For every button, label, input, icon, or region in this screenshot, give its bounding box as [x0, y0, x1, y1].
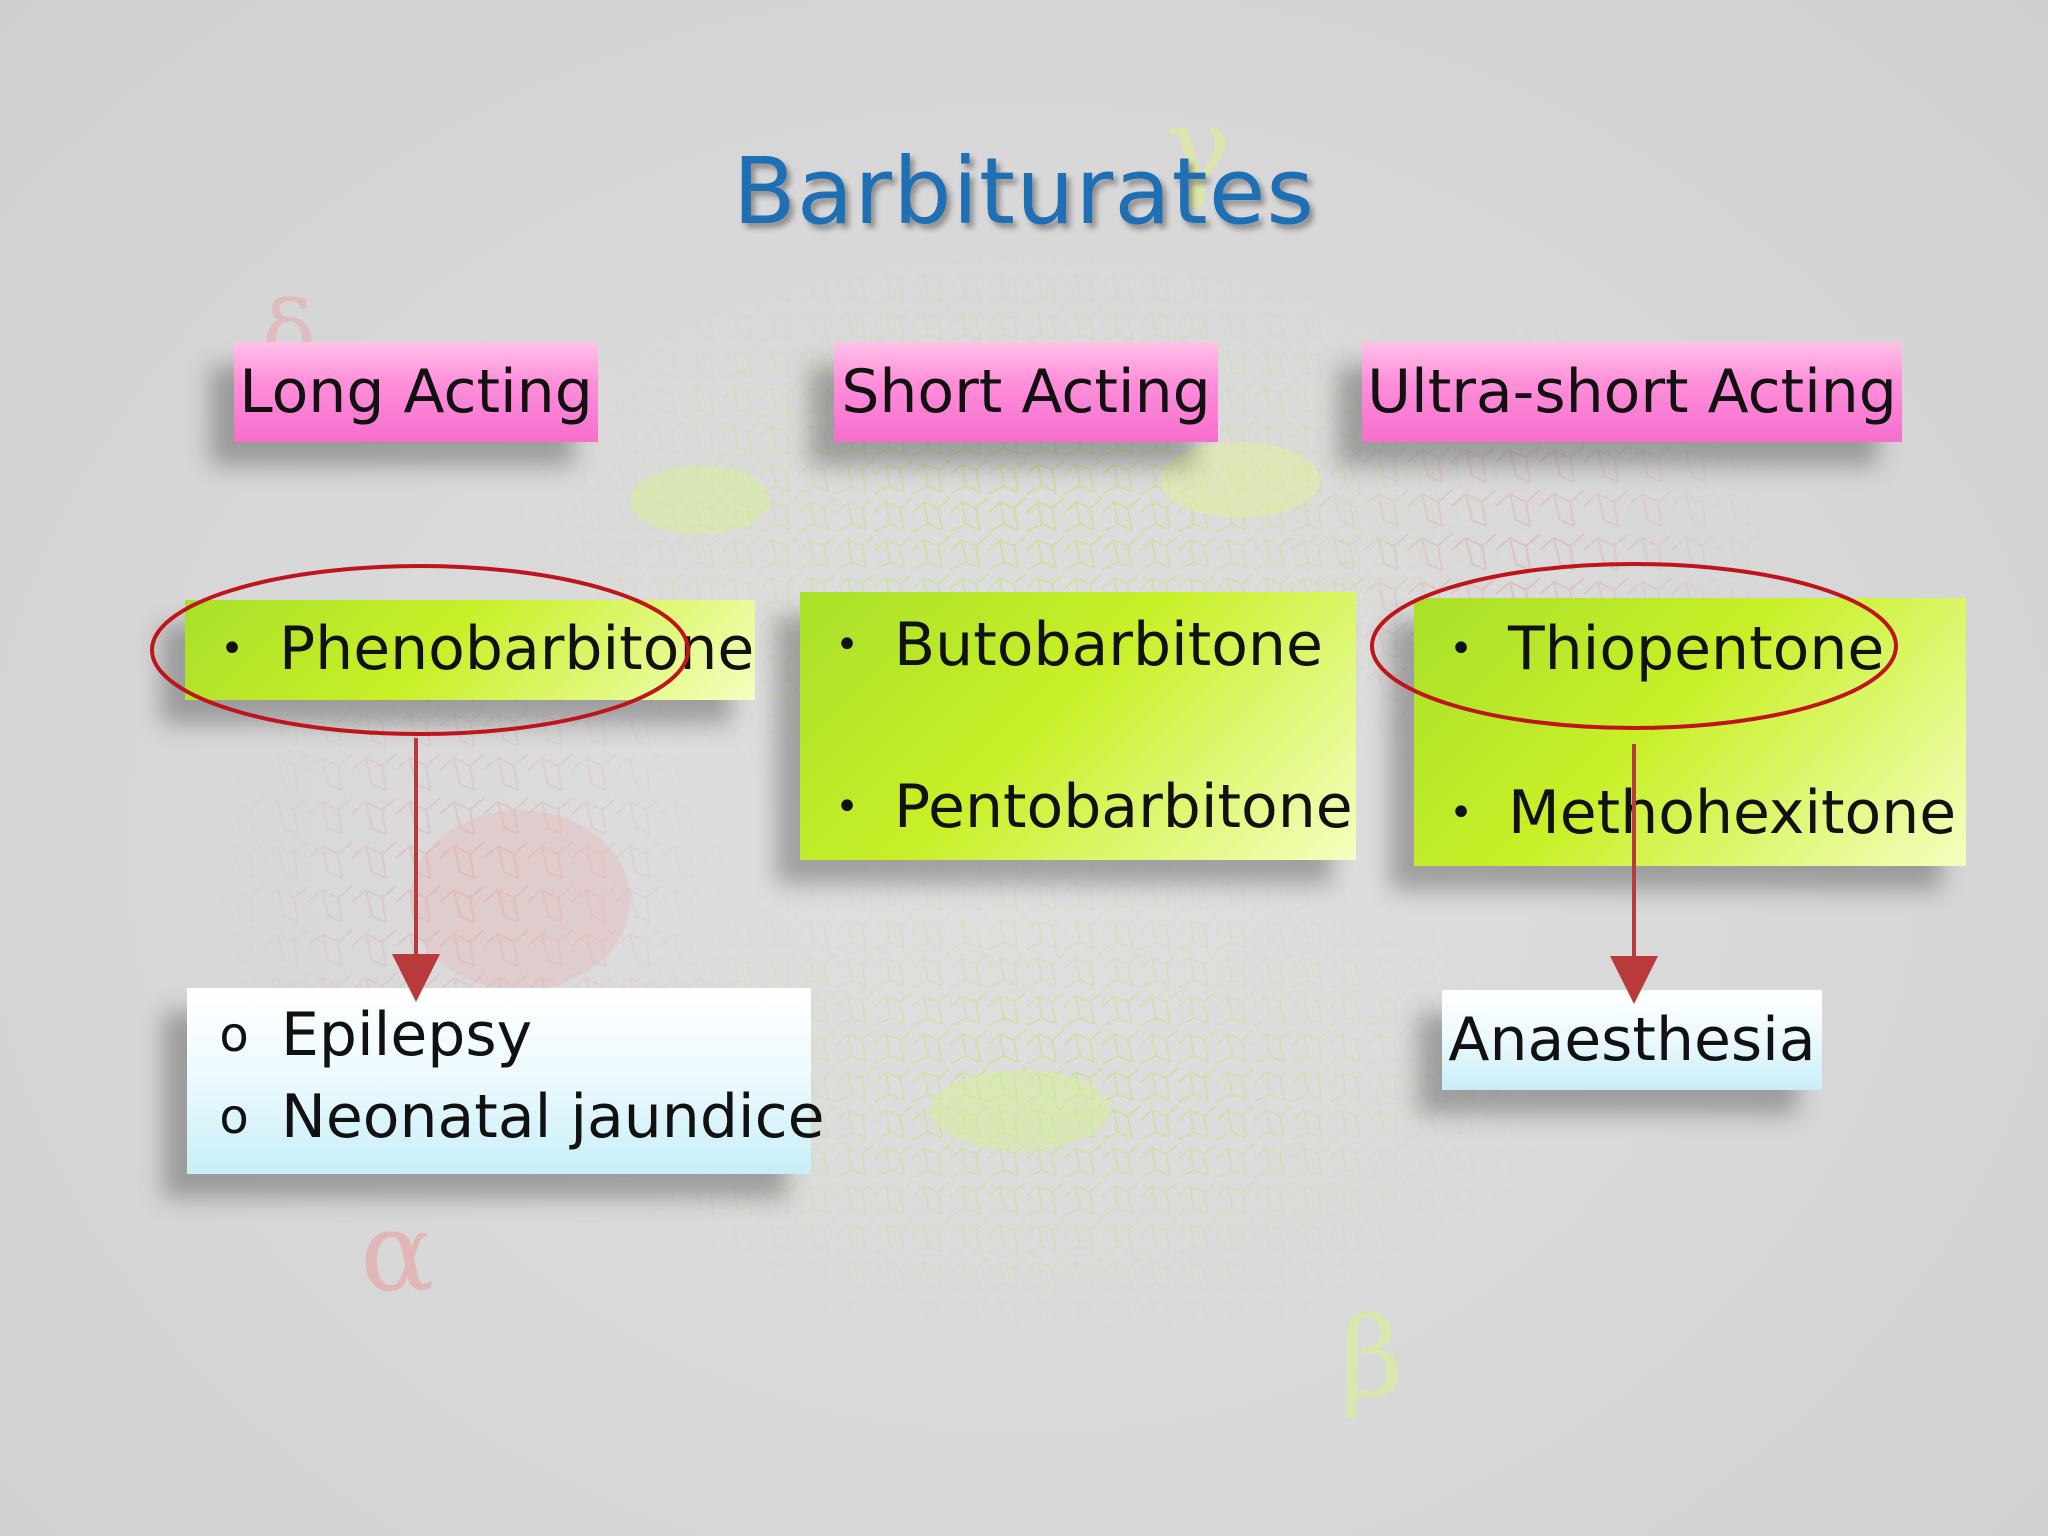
drug-name-pentobarbitone: Pentobarbitone [894, 772, 1353, 842]
alpha-glyph: α [360, 1188, 434, 1316]
bullet-icon: • [220, 626, 244, 672]
category-label: Ultra-short Acting [1367, 357, 1897, 427]
use-anaesthesia: Anaesthesia [1448, 1005, 1816, 1075]
list-item: • Thiopentone [1414, 614, 1884, 684]
drug-box-short-acting: • Butobarbitone • Pentobarbitone [800, 592, 1356, 860]
category-long-acting: Long Acting [234, 342, 598, 442]
category-label: Short Acting [841, 357, 1211, 427]
category-ultra-short-acting: Ultra-short Acting [1362, 342, 1902, 442]
beta-glyph: β [1340, 1293, 1404, 1421]
use-box-phenobarbitone: o Epilepsy o Neonatal jaundice [187, 988, 825, 1174]
drug-box-long-acting: • Phenobarbitone [185, 600, 755, 700]
list-item: • Butobarbitone [800, 610, 1323, 680]
drug-name-butobarbitone: Butobarbitone [894, 610, 1323, 680]
list-item: • Phenobarbitone [185, 614, 754, 684]
use-epilepsy: Epilepsy [281, 1000, 533, 1070]
category-label: Long Acting [239, 357, 593, 427]
list-item: • Methohexitone [1414, 778, 1956, 848]
bullet-icon: • [1449, 626, 1473, 672]
bullet-icon: • [835, 622, 859, 668]
use-neonatal-jaundice: Neonatal jaundice [281, 1082, 825, 1152]
list-item: o Epilepsy [187, 1000, 532, 1070]
list-item: o Neonatal jaundice [187, 1082, 825, 1152]
bullet-icon: • [1449, 790, 1473, 836]
drug-box-ultra-short-acting: • Thiopentone • Methohexitone [1414, 598, 1966, 866]
use-box-thiopentone: Anaesthesia [1442, 990, 1822, 1090]
bullet-icon: • [835, 784, 859, 830]
gamma-glyph: γ [1165, 83, 1231, 211]
drug-name-phenobarbitone: Phenobarbitone [279, 614, 755, 684]
hollow-bullet-icon: o [219, 1007, 249, 1063]
list-item: • Pentobarbitone [800, 772, 1353, 842]
drug-name-methohexitone: Methohexitone [1508, 778, 1957, 848]
slide-title: Barbiturates [732, 138, 1316, 245]
drug-name-thiopentone: Thiopentone [1508, 614, 1885, 684]
hollow-bullet-icon: o [219, 1089, 249, 1145]
category-short-acting: Short Acting [834, 342, 1218, 442]
